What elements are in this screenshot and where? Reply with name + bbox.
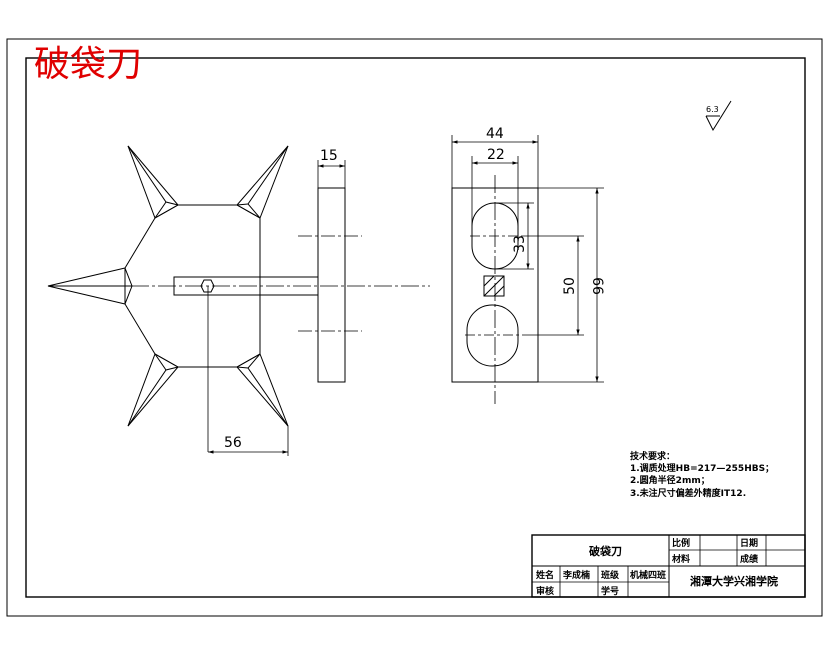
name-label: 姓名	[535, 569, 554, 581]
surface-finish-symbol: 6.3	[705, 100, 732, 132]
title-block	[531, 534, 806, 598]
date-label: 日期	[740, 537, 758, 549]
blade-front-view	[47, 145, 430, 452]
dimension-15	[317, 160, 346, 188]
score-label: 成绩	[740, 553, 758, 565]
class-label: 班级	[601, 569, 620, 581]
dimension-50-label: 50	[562, 277, 578, 295]
technical-notes: 技术要求： 1.调质处理HB=217—255HBS； 2.圆角半径2mm； 3.…	[630, 450, 774, 499]
dimension-33-label: 33	[512, 235, 528, 253]
dimension-44-label: 44	[486, 126, 504, 142]
outer-border	[6, 38, 823, 617]
notes-line-1: 1.调质处理HB=217—255HBS；	[630, 462, 774, 474]
ratio-label: 比例	[672, 537, 690, 549]
dimension-44	[451, 135, 539, 188]
blade-side-view	[451, 175, 539, 404]
class-value: 机械四班	[630, 569, 666, 581]
red-title: 破袋刀	[34, 44, 142, 85]
dimension-15-label: 15	[320, 148, 338, 164]
notes-line-3: 3.未注尺寸偏差外精度IT12.	[630, 487, 746, 499]
roughness-value: 6.3	[706, 105, 719, 114]
school-name: 湘潭大学兴湘学院	[690, 574, 778, 588]
dimension-50	[522, 235, 584, 336]
material-label: 材料	[671, 553, 690, 565]
notes-heading: 技术要求：	[630, 450, 675, 462]
dimension-66-label: 66	[589, 277, 605, 295]
dimension-56-label: 56	[224, 435, 242, 451]
dimension-66	[538, 187, 604, 383]
dimension-22-label: 22	[487, 147, 505, 163]
name-value: 李成楠	[562, 569, 590, 581]
dimension-56	[208, 426, 289, 456]
student-id-label: 学号	[601, 585, 619, 597]
notes-line-2: 2.圆角半径2mm；	[630, 474, 710, 486]
part-name: 破袋刀	[589, 544, 622, 558]
dimension-22	[471, 156, 519, 226]
inner-border	[25, 57, 806, 598]
review-label: 审核	[536, 585, 554, 597]
